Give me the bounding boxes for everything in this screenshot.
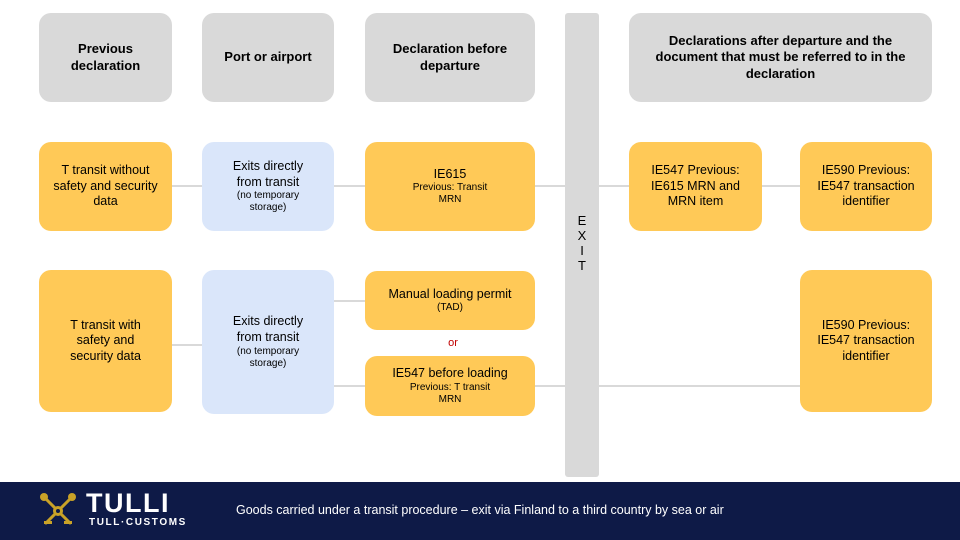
header-previous-label: Previous declaration [70,41,141,73]
r2-previous-label: T transit with safety and security data [70,317,141,363]
r1-ie615-main: IE615 [433,166,467,181]
r1-port-main: Exits directly from transit [232,158,304,189]
r2-port-main: Exits directly from transit [232,314,304,344]
connector-r2-ie547-exit [534,385,565,387]
r1-ie547-label: IE547 Previous: IE615 MRN and MRN item [651,163,740,209]
r2-ie547-sub: Previous: T transit MRN [409,381,491,405]
r2-port-sub: (no temporary storage) [236,345,300,369]
footer-caption: Goods carried under a transit procedure … [236,503,724,517]
r1-ie547-box: IE547 Previous: IE615 MRN and MRN item [629,142,762,231]
r2-ie590-label: IE590 Previous: IE547 transaction identi… [817,317,915,363]
r1-ie615-sub: Previous: Transit MRN [412,182,488,206]
header-port-label: Port or airport [224,49,312,65]
or-label: or [448,337,458,349]
exit-bar [565,13,599,477]
r1-port-box: Exits directly from transit (no temporar… [202,142,334,231]
brand-subtitle: TULL·CUSTOMS [89,517,187,528]
r1-ie590-box: IE590 Previous: IE547 transaction identi… [800,142,932,231]
r1-previous-label: T transit without safety and security da… [53,163,158,209]
connector-r2-exit-after2 [599,385,801,387]
connector-r1-exit-after1 [599,185,629,187]
connector-r1-after1-after2 [761,185,801,187]
r1-ie615-box: IE615 Previous: Transit MRN [365,142,535,231]
exit-label: E X I T [565,213,599,273]
header-declaration-before-departure: Declaration before departure [365,13,535,102]
connector-r2-port-ie547 [333,385,366,387]
r1-port-sub: (no temporary storage) [236,190,300,214]
connector-r2-prev-port [171,344,203,346]
exit-letter: T [578,258,586,273]
r2-port-box: Exits directly from transit (no temporar… [202,270,334,414]
r2-ie590-box: IE590 Previous: IE547 transaction identi… [800,270,932,412]
connector-r1-before-exit [534,185,565,187]
header-previous-declaration: Previous declaration [39,13,172,102]
connector-r2-port-manual [333,300,366,302]
brand-name: TULLI [86,488,170,518]
r2-manual-sub: (TAD) [437,302,463,314]
exit-letter: X [577,228,587,243]
footer-bar [0,482,960,540]
connector-r1-prev-port [171,185,203,187]
tulli-crossed-keys-logo-icon [40,493,76,525]
r2-previous-declaration-box: T transit with safety and security data [39,270,172,412]
r1-ie590-label: IE590 Previous: IE547 transaction identi… [817,163,915,209]
exit-letter: E [577,213,587,228]
r2-manual-loading-permit-box: Manual loading permit (TAD) [365,271,535,330]
r2-manual-main: Manual loading permit [388,286,512,301]
r2-ie547-before-loading-box: IE547 before loading Previous: T transit… [365,356,535,416]
connector-r1-port-before [333,185,366,187]
r1-previous-declaration-box: T transit without safety and security da… [39,142,172,231]
header-after-label: Declarations after departure and the doc… [655,33,906,81]
header-port-or-airport: Port or airport [202,13,334,102]
header-before-label: Declaration before departure [392,41,508,73]
r2-ie547-main: IE547 before loading [392,366,508,381]
header-declarations-after-departure: Declarations after departure and the doc… [629,13,932,102]
exit-letter: I [580,243,584,258]
